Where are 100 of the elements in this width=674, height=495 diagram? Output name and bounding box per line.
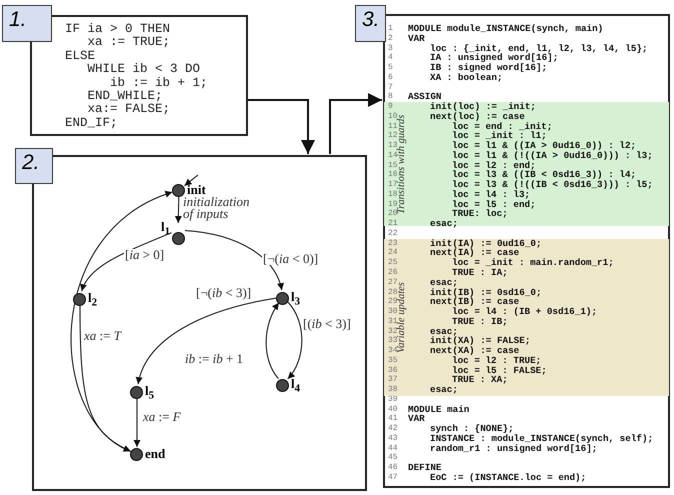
edge-label: [(ib < 3)]: [302, 318, 352, 330]
code-section-band: [384, 239, 669, 396]
state-name: l$_{2}$: [88, 290, 98, 309]
step-number: 2.: [15, 148, 53, 184]
code-line: TRUE : IB;: [452, 316, 508, 326]
line-number: 25: [388, 258, 398, 268]
edge-label: [¬(ia < 0)]: [262, 253, 320, 265]
line-number: 35: [388, 356, 398, 366]
line-number: 42: [388, 424, 398, 434]
line-number: 46: [388, 463, 398, 473]
code-line: EoC := (INSTANCE.loc = end);: [430, 472, 586, 483]
line-number: 13: [388, 141, 398, 150]
line-number: 6: [388, 72, 393, 82]
code-line: IF ia > 0 THEN: [65, 23, 170, 36]
code-line: loc = l2 : end;: [452, 160, 536, 170]
line-number: 31: [388, 316, 398, 326]
code-line: esac;: [430, 278, 458, 288]
line-number: 16: [388, 170, 398, 180]
code-line: ASSIGN: [408, 92, 442, 102]
arrow: [287, 302, 302, 380]
code-line: init(IA) := 0ud16_0;: [430, 238, 542, 248]
arrow: [134, 398, 140, 448]
arrow: [184, 230, 284, 291]
code-line: next(loc) := case: [430, 112, 525, 122]
line-number: 22: [388, 228, 398, 239]
code-panel: [355, 5, 670, 488]
state-name: end: [145, 446, 166, 462]
arrow: [184, 174, 198, 186]
step-number: 1.: [2, 5, 52, 42]
code-line: loc = _init : main.random_r1;: [452, 258, 614, 268]
code-line: END_WHILE;: [88, 90, 163, 104]
code-line: ib := ib + 1;: [110, 76, 208, 90]
arrow: [174, 196, 182, 224]
arrow: [136, 298, 277, 385]
line-number: 20: [388, 209, 398, 220]
line-number: 24: [388, 248, 398, 258]
edge-label: ib := ib + 1: [184, 353, 244, 365]
line-number: 1: [388, 24, 393, 34]
line-number: 38: [388, 385, 398, 395]
edge-label: xa := T: [83, 330, 122, 342]
code-line: xa := TRUE;: [88, 36, 170, 50]
state-node: [130, 383, 156, 402]
code-line: TRUE : XA;: [452, 375, 508, 386]
state-node: [172, 182, 208, 198]
line-number: 27: [388, 278, 398, 287]
line-number: 47: [388, 472, 398, 483]
code-line: MODULE main: [408, 404, 470, 414]
code-line: loc = l5 : FALSE;: [452, 366, 547, 376]
code-line: IA : unsigned word[16];: [430, 53, 558, 63]
line-number: 3: [388, 44, 393, 54]
section-label: Transitions with guards: [396, 114, 407, 214]
code-line: VAR: [408, 414, 425, 424]
code-line: init(loc) := _init;: [430, 102, 536, 112]
line-number: 34: [388, 346, 398, 356]
line-number: 26: [388, 268, 398, 278]
line-number: 19: [388, 200, 398, 209]
code-line: TRUE: loc;: [452, 209, 508, 220]
line-number: 5: [388, 63, 393, 73]
line-number: 18: [388, 190, 398, 199]
line-number: 33: [388, 336, 398, 346]
line-number: 14: [388, 150, 398, 160]
arrow: [248, 99, 315, 154]
line-number: 2: [388, 34, 393, 44]
code-line: loc = l3 & ((IB < 0sd16_3)) : l4;: [452, 170, 636, 180]
code-line: INSTANCE : module_INSTANCE(synch, self);: [430, 434, 654, 444]
edge-label: [ia > 0]: [124, 249, 166, 261]
code-line: loc = l4 : (IB + 0sd16_1);: [452, 307, 598, 317]
line-number: 32: [388, 326, 398, 336]
code-line: MODULE module_INSTANCE(synch, main): [408, 24, 604, 34]
code-line: loc = end : _init;: [452, 122, 552, 132]
code-line: esac;: [430, 326, 458, 336]
state-name: l$_{4}$: [291, 376, 300, 395]
code-line: init(IB) := 0sd16_0;: [430, 288, 542, 298]
line-number: 9: [388, 102, 393, 112]
code-line: loc = l2 : TRUE;: [452, 356, 542, 366]
edge-label: xa := F: [142, 411, 182, 423]
code-line: END_IF;: [65, 116, 118, 130]
line-number: 29: [388, 297, 398, 306]
line-number: 36: [388, 366, 398, 376]
arrow: [80, 304, 132, 452]
code-line: next(IA) := case: [430, 248, 520, 258]
code-line: ELSE: [65, 50, 96, 64]
state-name: l$_{5}$: [145, 383, 154, 402]
line-number: 23: [388, 238, 398, 248]
arrow: [329, 93, 382, 154]
line-number: 15: [388, 160, 398, 170]
state-name: init: [187, 182, 206, 197]
section-label: Variable updates: [396, 282, 407, 355]
code-section-band: [384, 102, 669, 226]
state-node: [130, 446, 168, 462]
edge-label: [¬(ib < 3)]: [195, 287, 252, 299]
code-line: loc = l1 & (!((IA > 0ud16_0))) : l3;: [452, 150, 653, 161]
line-number: 4: [388, 53, 393, 63]
state-diagram-panel: [15, 148, 367, 491]
arrow: [80, 232, 172, 292]
code-line: init(XA) := FALSE;: [430, 336, 530, 346]
state-name: l$_{3}$: [291, 289, 300, 308]
code-line: loc = l3 & (!((IB < 0sd16_3))) : l5;: [452, 180, 653, 190]
state-node: [276, 289, 302, 308]
code-line: TRUE : IA;: [452, 268, 508, 278]
